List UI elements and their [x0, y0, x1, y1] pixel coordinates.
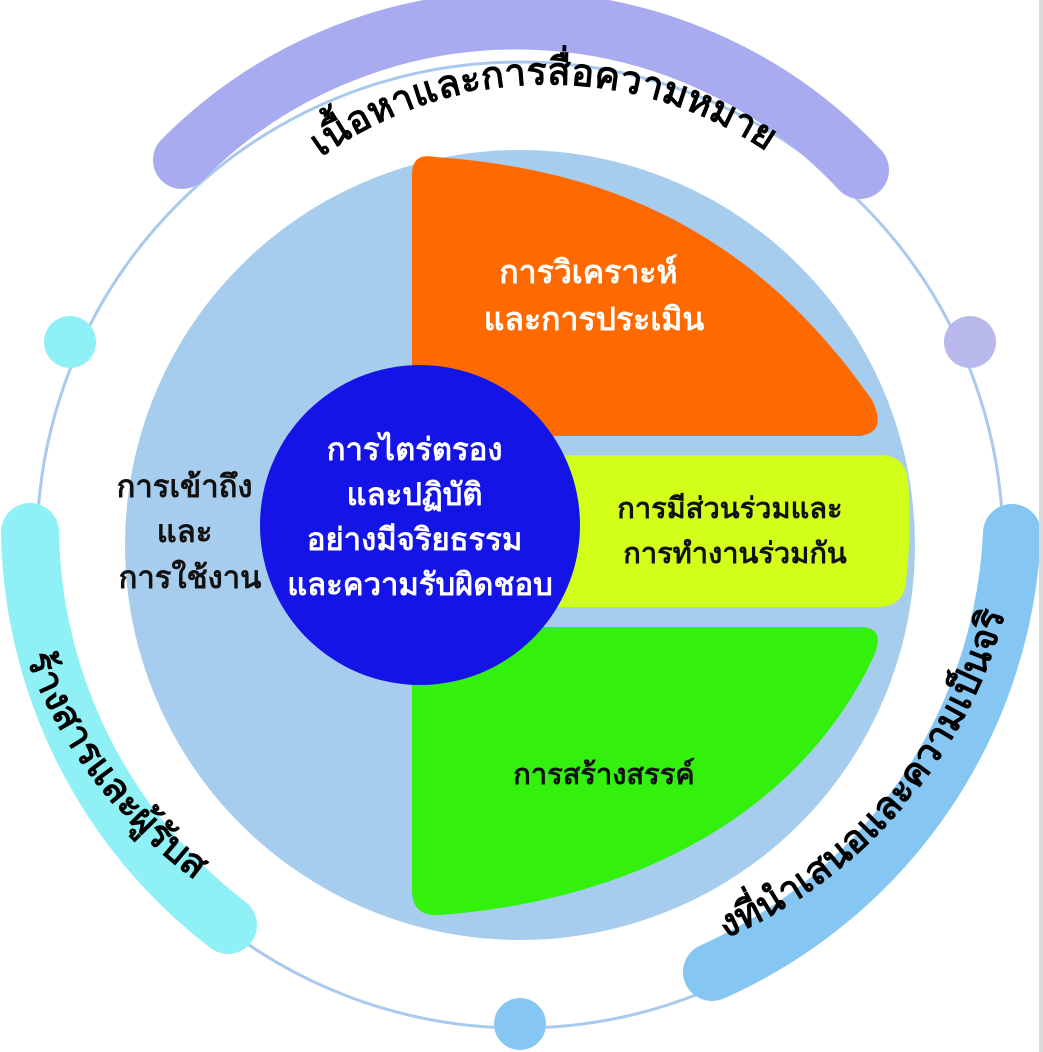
dot-left — [44, 316, 96, 368]
label-ethical-reflection: การไตร่ตรอง และปฏิบัติ อย่างมีจริยธรรม แ… — [287, 431, 553, 603]
right-arc-band — [683, 504, 1041, 1001]
right-edge-border — [1039, 0, 1043, 1052]
label-participation-collaboration: การมีส่วนร่วมและ การทำงานร่วมกัน — [617, 491, 852, 570]
left-arc-band — [1, 503, 257, 954]
label-creation: การสร้างสรรค์ — [513, 757, 694, 791]
dot-bottom — [494, 998, 546, 1050]
sector-creation — [412, 627, 878, 916]
sector-analysis — [412, 156, 878, 436]
label-access-use: การเข้าถึง และ การใช้งาน — [117, 469, 264, 596]
top-arc-band — [153, 0, 889, 199]
center-circle — [260, 365, 580, 685]
label-analysis-evaluation: การวิเคราะห์ และการประเมิน — [484, 253, 705, 338]
dot-right — [944, 316, 996, 368]
